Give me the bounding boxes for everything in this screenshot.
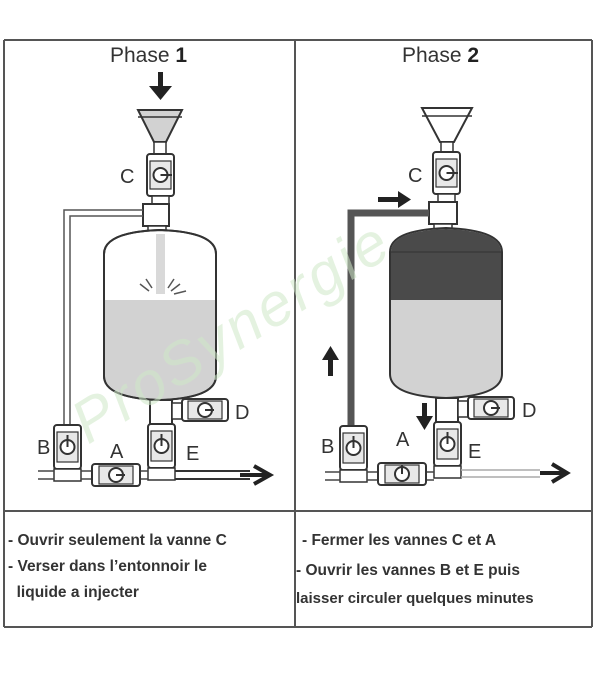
phase1-input-arrow (149, 72, 172, 100)
phase2-main-pipe (325, 462, 571, 484)
phase1-instruction-2: - Verser dans l’entonnoir le (8, 558, 207, 575)
phase1-title: Phase 1 (110, 44, 187, 68)
phase1-label-e: E (186, 443, 199, 465)
phase1-valve-d (181, 398, 229, 422)
phase1-valve-b (53, 424, 82, 470)
phase1-title-word: Phase (110, 44, 170, 67)
phase1-title-number: 1 (175, 44, 188, 67)
phase2-bottom-fitting (416, 397, 469, 430)
phase2-valve-c (432, 151, 461, 195)
phase1-label-d: D (235, 402, 249, 424)
phase2-valve-d (467, 396, 515, 420)
phase2-valve-e (433, 421, 462, 467)
table-frame (3, 39, 593, 628)
phase2-label-d: D (522, 400, 536, 422)
phase2-instruction-2: - Ouvrir les vannes B et E puis (296, 562, 520, 579)
phase2-tank (389, 226, 503, 400)
phase2-title-number: 2 (467, 44, 480, 67)
phase2-label-a: A (396, 429, 410, 451)
phase1-valve-c (146, 153, 175, 197)
phase2-instruction-3: laisser circuler quelques minutes (296, 590, 534, 607)
phase1-tee (142, 195, 170, 235)
phase1-bypass-pipe (63, 209, 143, 425)
phase1-valve-a (91, 463, 141, 487)
phase1-label-c: C (120, 166, 134, 188)
phase2-bypass-pipe (322, 191, 429, 426)
phase1-instruction-1: - Ouvrir seulement la vanne C (8, 532, 227, 549)
phase1-label-b: B (37, 437, 50, 459)
phase1-main-pipe (38, 464, 275, 486)
phase1-label-a: A (110, 441, 124, 463)
phase2-title-word: Phase (402, 44, 462, 67)
phase1-tank (103, 228, 217, 402)
phase1-instruction-3: liquide a injecter (8, 584, 139, 601)
phase2-tee (428, 193, 458, 233)
phase2-label-b: B (321, 436, 334, 458)
phase2-instruction-1: - Fermer les vannes C et A (302, 532, 497, 549)
phase2-title: Phase 2 (402, 44, 479, 68)
phase2-valve-b (339, 425, 368, 471)
phase2-label-c: C (408, 165, 422, 187)
phase1-valve-e (147, 423, 176, 469)
phase2-diagram (322, 107, 571, 486)
phase2-funnel (420, 107, 474, 153)
phase1-diagram (38, 72, 275, 487)
phase2-valve-a (377, 462, 427, 486)
phase1-funnel (136, 109, 184, 155)
phase2-label-e: E (468, 441, 481, 463)
